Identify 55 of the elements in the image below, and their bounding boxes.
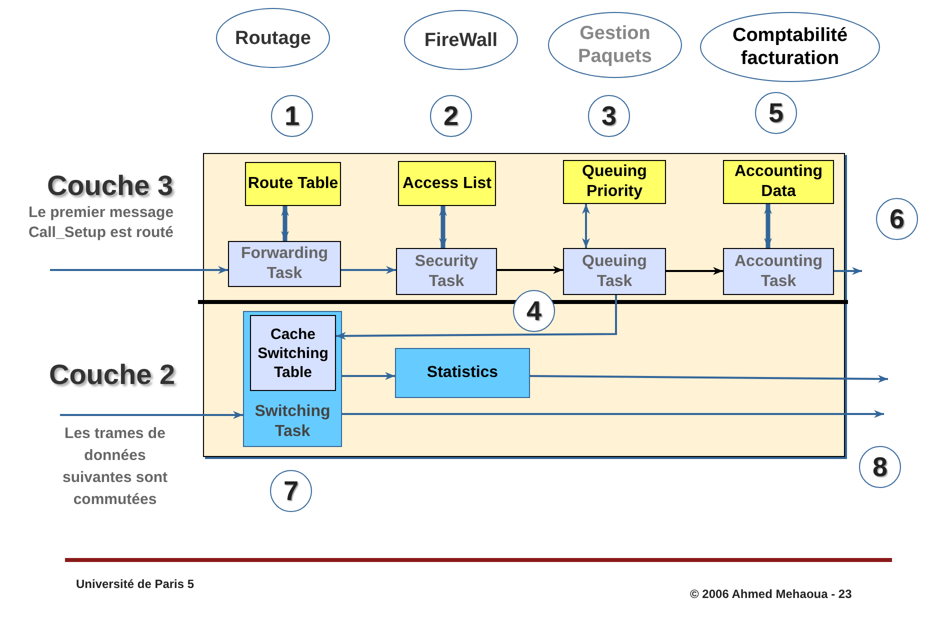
node-text: 3 (601, 100, 617, 133)
node-text: 2 (443, 100, 459, 133)
layer-note: Les trames de données suivantes sont commutées (61, 424, 169, 510)
node-text: Access List (402, 174, 492, 194)
node-text: 7 (283, 474, 299, 508)
node-text: Queuing Task (581, 252, 648, 292)
node-text: FireWall (424, 28, 498, 52)
task-box (396, 248, 497, 295)
layer-title: Couche 2 (48, 358, 176, 392)
layer-title: Couche 3 (46, 169, 174, 203)
table-box (723, 160, 834, 204)
node-text: Accounting Data (734, 162, 824, 202)
arrow (497, 266, 563, 274)
node-text: Comptabilité facturation (731, 24, 849, 70)
layer-panel (203, 153, 845, 457)
table-box (245, 162, 341, 206)
arrow (342, 410, 884, 418)
table-box (250, 315, 336, 391)
task-box (723, 248, 834, 295)
arrow (666, 267, 723, 275)
arrow (530, 374, 888, 383)
node-text: Statistics (426, 363, 498, 383)
arrow (834, 267, 862, 275)
node-text: Accounting Task (734, 252, 824, 292)
node-text: Cache Switching Table (256, 324, 330, 382)
arrow (281, 206, 289, 241)
layer-note: Le premier message Call_Setup est routé (27, 203, 175, 243)
table-box (563, 160, 666, 204)
node-text: Route Table (248, 174, 338, 194)
statistics-box (395, 348, 530, 398)
node-text: Switching Task (254, 402, 332, 442)
node-text: Forwarding Task (240, 244, 330, 284)
task-box (563, 248, 666, 295)
footer-text: © 2006 Ahmed Mehaoua - 23 (690, 586, 852, 603)
arrow (342, 372, 395, 380)
node-text: 4 (526, 294, 542, 328)
footer-text: Université de Paris 5 (76, 576, 194, 593)
table-box (398, 161, 496, 206)
node-text: 8 (872, 450, 888, 484)
node-text: Security Task (414, 252, 480, 292)
arrow (50, 266, 228, 274)
arrow (764, 204, 772, 248)
node-text: 1 (284, 100, 300, 133)
node-text: Queuing Priority (581, 162, 648, 202)
node-text: Gestion Paquets (577, 22, 653, 68)
arrow (60, 411, 243, 419)
arrow (341, 266, 396, 274)
node-text: Routage (235, 26, 311, 50)
node-text: 6 (889, 202, 905, 236)
switching-box (243, 311, 342, 447)
task-box (228, 241, 341, 287)
arrow (336, 295, 617, 340)
arrow (439, 206, 447, 248)
arrow (582, 204, 590, 248)
node-text: 5 (768, 96, 784, 130)
